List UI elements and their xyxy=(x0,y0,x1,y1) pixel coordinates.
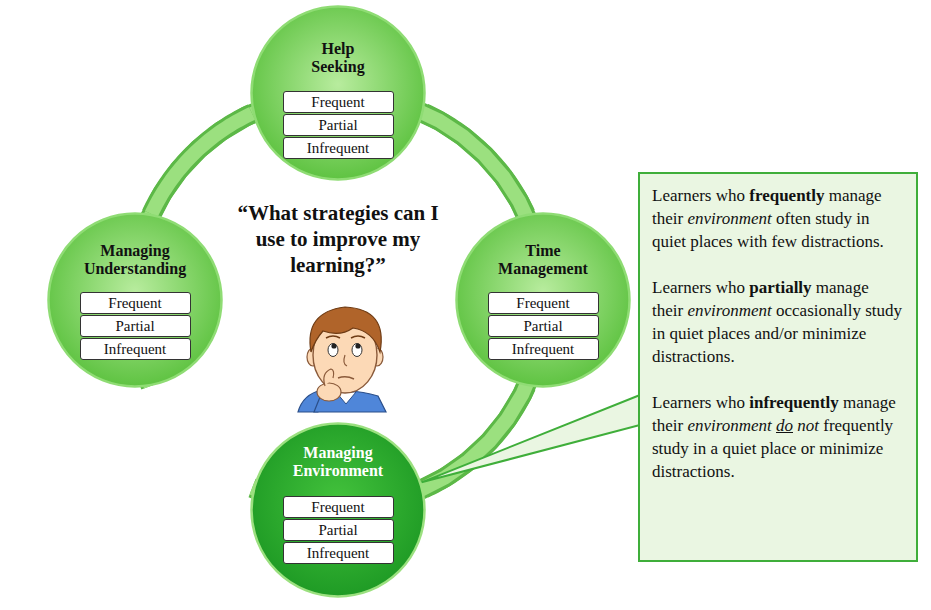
frequency-box: Frequent xyxy=(283,91,394,113)
frequency-label: Infrequent xyxy=(307,138,369,158)
heading-holder: Time Management xyxy=(487,242,599,278)
strategy-heading: Managing Environment xyxy=(282,444,394,480)
frequency-box: Infrequent xyxy=(283,542,394,564)
frequency-box: Partial xyxy=(283,114,394,136)
frequency-label: Frequent xyxy=(516,293,569,313)
frequency-label: Infrequent xyxy=(307,543,369,563)
callout-paragraph: Learners who frequently manage their env… xyxy=(652,184,904,253)
frequency-box: Infrequent xyxy=(283,137,394,159)
strategy-heading: Help Seeking xyxy=(301,40,375,76)
heading-holder: Managing Environment xyxy=(282,444,394,480)
callout-paragraph: Learners who infrequently manage their e… xyxy=(652,391,904,483)
frequency-label: Infrequent xyxy=(512,339,574,359)
strategy-circle: Help SeekingFrequentPartialInfrequent xyxy=(250,5,426,181)
strategy-circle: Time ManagementFrequentPartialInfrequent xyxy=(455,212,631,388)
frequency-label: Infrequent xyxy=(104,339,166,359)
circle-outline xyxy=(252,424,425,597)
frequency-label: Frequent xyxy=(311,497,364,517)
heading-holder: Managing Understanding xyxy=(71,242,199,278)
ring-band xyxy=(151,113,252,214)
ring-segment xyxy=(151,113,252,214)
frequency-label: Partial xyxy=(523,316,562,336)
frequency-box: Partial xyxy=(80,315,191,337)
strategy-circle: Managing UnderstandingFrequentPartialInf… xyxy=(47,212,223,388)
ring-band-edge xyxy=(151,113,252,214)
frequency-label: Partial xyxy=(318,115,357,135)
strategy-heading: Time Management xyxy=(487,242,599,278)
frequency-label: Frequent xyxy=(108,293,161,313)
pointer-wedge xyxy=(422,395,640,482)
central-question: “What strategies can I use to improve my… xyxy=(222,200,454,278)
frequency-box: Infrequent xyxy=(488,338,599,360)
strategy-heading: Managing Understanding xyxy=(71,242,199,278)
callout-box: Learners who frequently manage their env… xyxy=(638,172,918,562)
frequency-box: Partial xyxy=(488,315,599,337)
strategy-circle: Managing EnvironmentFrequentPartialInfre… xyxy=(250,422,426,598)
callout-pointer xyxy=(422,395,640,482)
heading-holder: Help Seeking xyxy=(301,40,375,76)
frequency-box: Infrequent xyxy=(80,338,191,360)
frequency-box: Frequent xyxy=(488,292,599,314)
callout-paragraph: Learners who partially manage their envi… xyxy=(652,276,904,368)
frequency-box: Frequent xyxy=(80,292,191,314)
frequency-box: Partial xyxy=(283,519,394,541)
circle-outline xyxy=(49,214,222,387)
frequency-box: Frequent xyxy=(283,496,394,518)
frequency-label: Partial xyxy=(115,316,154,336)
circle-outline xyxy=(252,7,425,180)
thinking-person xyxy=(298,307,386,412)
frequency-label: Frequent xyxy=(311,92,364,112)
frequency-label: Partial xyxy=(318,520,357,540)
circle-outline xyxy=(457,214,630,387)
